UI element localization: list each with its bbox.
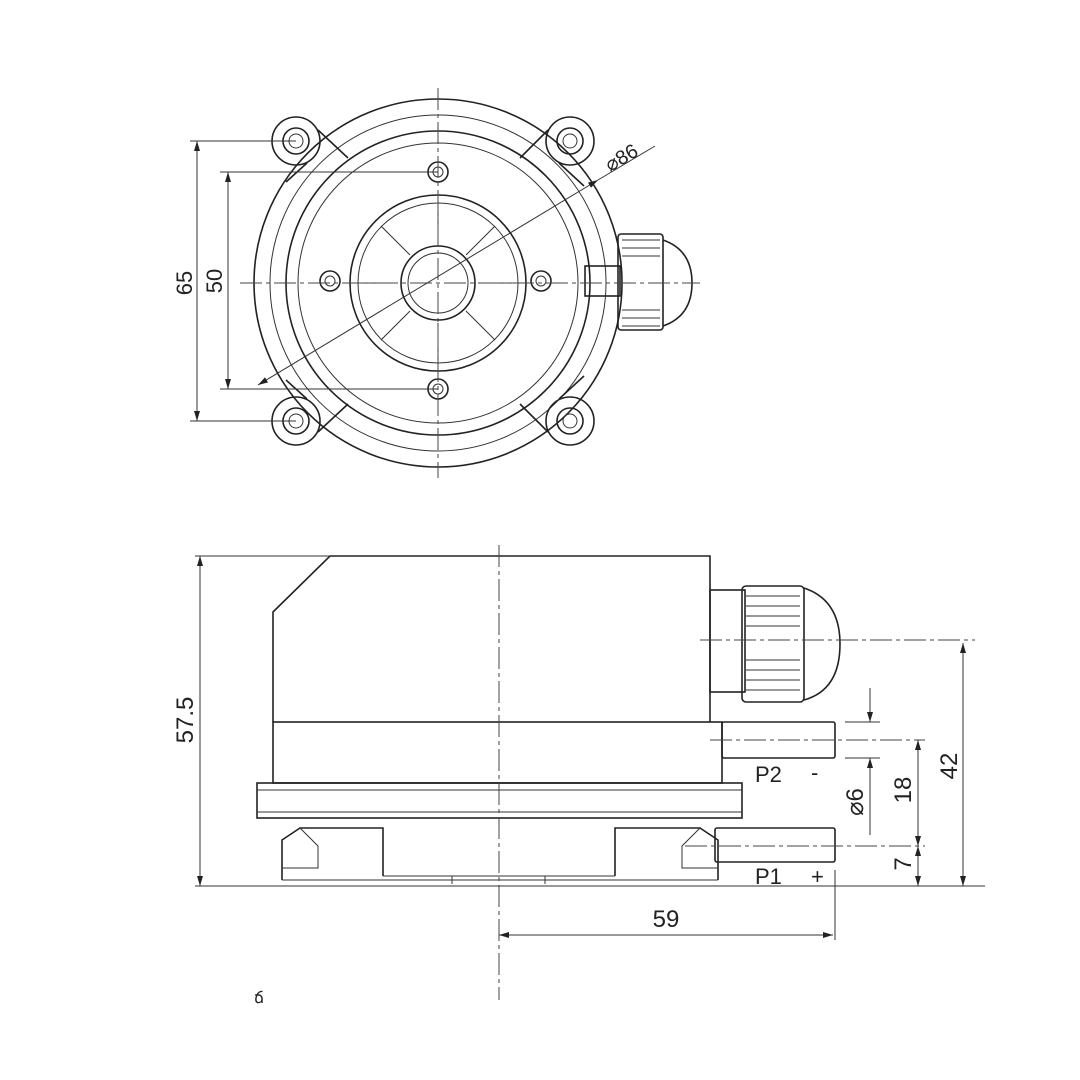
feet [281,827,719,884]
side-view: 57.5 42 18 7 ⌀6 59 P2 - P1 + [172,545,985,1000]
top-view: 65 50 ⌀86 [172,88,700,478]
cable-gland-side [709,585,841,703]
dim-18: 18 [890,777,917,804]
dim-57-5: 57.5 [172,697,199,744]
dim-59: 59 [653,906,680,933]
port-p2-sign: - [811,760,818,785]
cable-gland-top [584,233,693,331]
port-p1 [714,827,836,863]
dim-diameter-86: ⌀86 [602,140,643,176]
dim-42: 42 [936,753,963,780]
port-p2-label: P2 [755,762,782,787]
dim-diameter-6: ⌀6 [842,788,869,816]
port-p1-sign: + [811,864,824,889]
dim-7: 7 [890,857,917,870]
dim-65: 65 [172,271,197,295]
dim-50: 50 [202,269,227,293]
port-p1-label: P1 [755,864,782,889]
cropped-fragment-text: ճ [254,990,264,1007]
